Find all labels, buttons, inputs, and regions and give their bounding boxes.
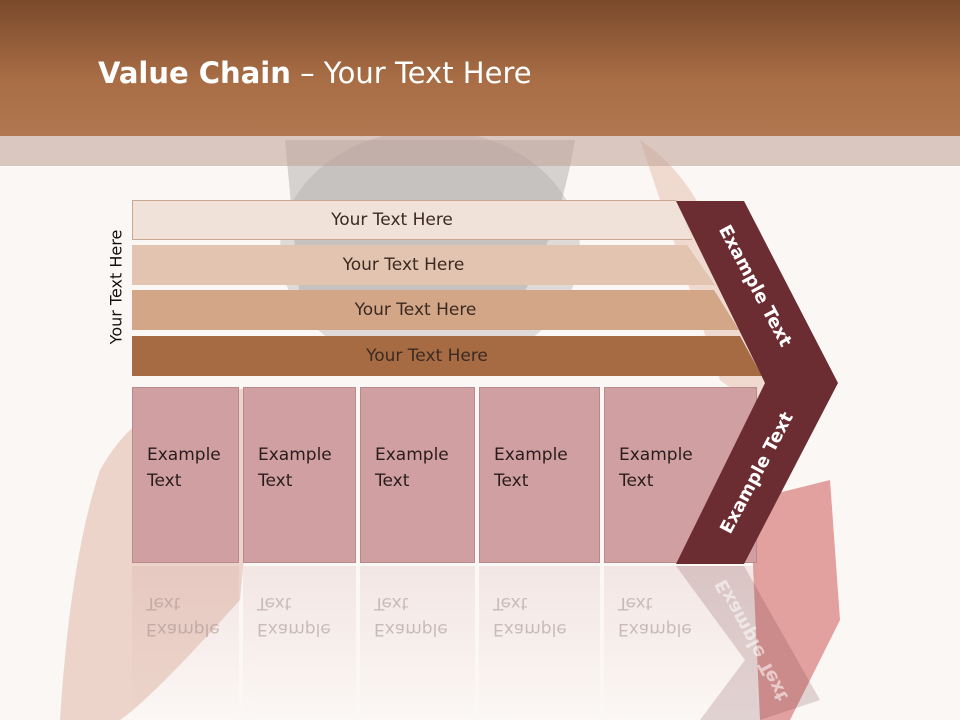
support-bar-4: Your Text Here xyxy=(132,336,762,376)
box-label-line2: Text xyxy=(375,471,410,491)
header-bar xyxy=(0,0,960,136)
primary-box-4: Example Text xyxy=(479,387,600,563)
chevron-shape xyxy=(676,201,838,564)
title-rest: – Your Text Here xyxy=(290,56,532,90)
box-label-line1: Example xyxy=(494,445,568,465)
box-label-line2: Text xyxy=(494,471,529,491)
primary-box-2: Example Text xyxy=(243,387,356,563)
page-title: Value Chain – Your Text Here xyxy=(98,56,532,90)
support-bar-2: Your Text Here xyxy=(132,245,715,285)
primary-box-1: Example Text xyxy=(132,387,239,563)
primary-box-3: Example Text xyxy=(360,387,475,563)
title-bold: Value Chain xyxy=(98,56,291,90)
support-bar-label: Your Text Here xyxy=(366,346,488,366)
box-label-line1: Example xyxy=(258,445,332,465)
box-label-line2: Text xyxy=(619,471,654,491)
box-label-line2: Text xyxy=(147,471,182,491)
box-label-line1: Example xyxy=(147,445,221,465)
support-bar-label: Your Text Here xyxy=(354,300,477,320)
support-bar-label: Your Text Here xyxy=(331,210,453,230)
box-label-line1: Example xyxy=(375,445,449,465)
box-label-line1: Example xyxy=(619,445,693,465)
support-bar-3: Your Text Here xyxy=(132,290,739,330)
header-band xyxy=(0,136,960,166)
chevron-reflection xyxy=(676,566,820,720)
box-label-line2: Text xyxy=(258,471,293,491)
support-bar-label: Your Text Here xyxy=(342,255,465,275)
